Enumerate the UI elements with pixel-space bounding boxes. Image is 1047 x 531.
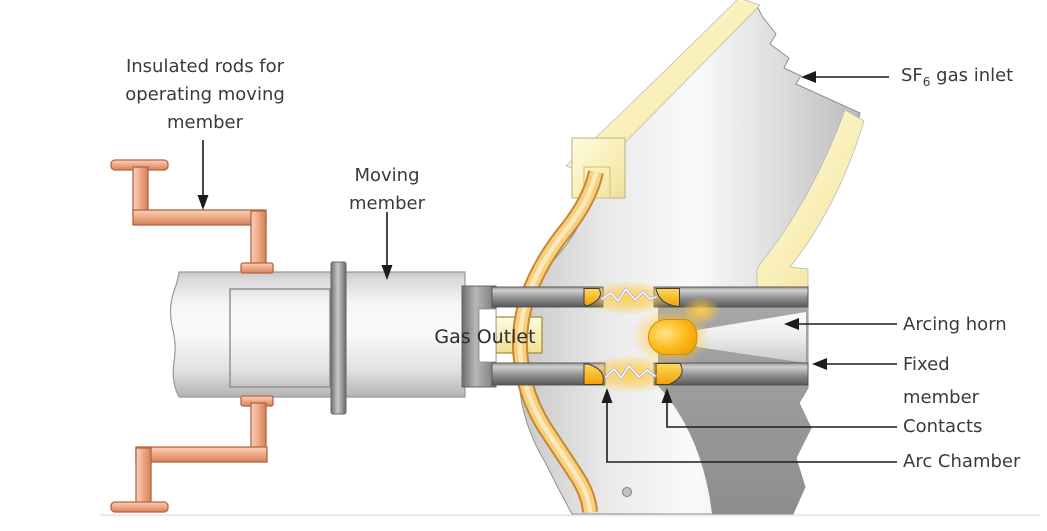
vessel-rivet-dot: [622, 487, 632, 497]
label-sf6-gas-inlet: SF6 gas inlet: [901, 62, 1013, 91]
cylinder-sleeve-outline: [229, 288, 331, 388]
fixed-member-arrow: [812, 358, 897, 370]
arc-sparks: [600, 287, 658, 380]
label-insulated-rods: Insulated rods for operating moving memb…: [95, 53, 315, 137]
ground-line: [100, 514, 1040, 517]
label-gas-outlet: Gas Outlet: [434, 326, 536, 348]
label-fixed-member: Fixed member: [903, 348, 979, 414]
annotation-arrows: [197, 71, 897, 463]
contact-top-left: [583, 288, 601, 307]
arcing-horn-arrow: [784, 318, 897, 330]
label-arc-chamber: Arc Chamber: [903, 451, 1021, 472]
contacts-group: [583, 288, 683, 385]
label-contacts: Contacts: [903, 416, 983, 437]
contact-bottom-right: [655, 363, 683, 385]
sf6-inlet-arrow: [801, 71, 889, 83]
label-sf6-suffix: gas inlet: [930, 65, 1014, 86]
cylinder-collar: [330, 261, 347, 415]
label-line: member: [348, 193, 426, 214]
insulated-rod-lower: [110, 395, 274, 513]
arcing-horn-funnel: [694, 312, 806, 363]
label-line: Fixed: [903, 354, 950, 375]
arc-chamber-arrow: [601, 388, 897, 463]
label-moving-member: Moving member: [327, 162, 447, 218]
insulation-cap-notch: [583, 166, 611, 199]
insulated-rod-upper: [110, 159, 274, 274]
contact-bottom-left: [583, 363, 604, 385]
label-line: operating moving: [125, 84, 285, 105]
moving-member-cylinder: [169, 271, 466, 398]
contact-top-right: [655, 288, 680, 308]
contacts-arrow: [661, 388, 897, 428]
label-sf6-subscript: 6: [922, 75, 931, 89]
label-line: Moving: [354, 165, 420, 186]
moving-member-arrow: [381, 212, 393, 280]
label-sf6-prefix: SF: [901, 65, 923, 86]
label-line: member: [903, 387, 980, 408]
arc-nozzle-ball: [648, 319, 698, 355]
gold-insulator-tube: [511, 170, 604, 513]
insulation-band-left: [565, 0, 761, 177]
vessel-body: [517, 3, 861, 515]
insulated-rods-arrow: [197, 140, 209, 210]
label-line: member: [166, 112, 244, 133]
label-line: Insulated rods for: [125, 56, 285, 77]
label-arcing-horn: Arcing horn: [903, 314, 1007, 335]
fork-notch: [478, 308, 497, 363]
